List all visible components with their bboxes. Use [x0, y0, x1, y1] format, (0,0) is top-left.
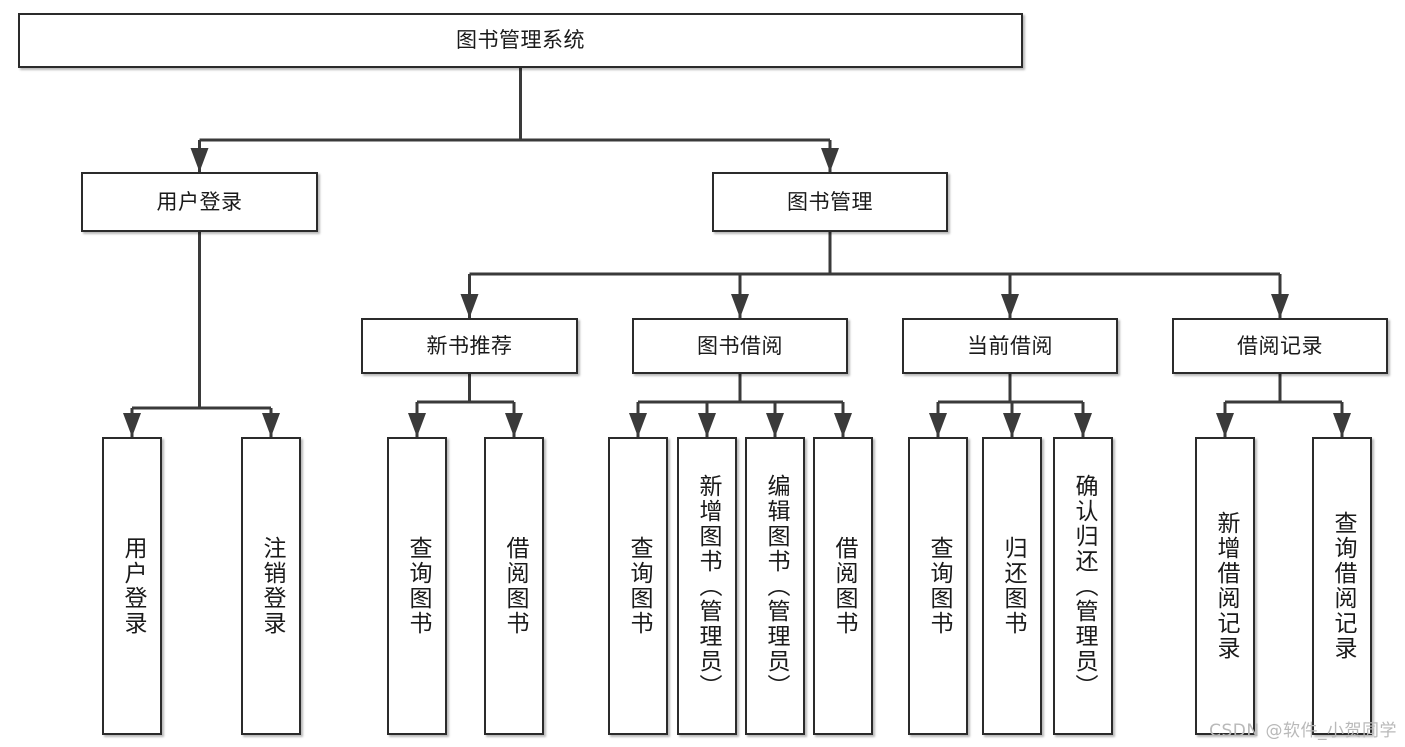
node-label: 新书推荐	[426, 333, 513, 358]
node-new-book-rec[interactable]: 新书推荐	[361, 318, 578, 374]
arrowhead	[629, 413, 647, 437]
node-label: 用户登录	[156, 189, 243, 214]
node-label: 借阅记录	[1237, 333, 1323, 358]
node-label: 归还图书	[999, 536, 1026, 636]
arrowhead	[1003, 413, 1021, 437]
arrowhead	[1271, 294, 1289, 318]
node-leaf-borrow-book-2[interactable]: 借阅图书	[813, 437, 873, 735]
node-root[interactable]: 图书管理系统	[18, 13, 1023, 68]
arrowhead	[1001, 294, 1019, 318]
arrowhead	[1074, 413, 1092, 437]
node-label: 图书借阅	[697, 333, 783, 358]
node-leaf-confirm-return[interactable]: 确认归还（管理员）	[1053, 437, 1113, 735]
node-label: 确认归还（管理员）	[1070, 473, 1097, 699]
arrowhead	[460, 294, 479, 318]
node-label: 借阅图书	[830, 536, 857, 636]
node-label: 用户登录	[119, 536, 146, 636]
arrowhead	[929, 413, 947, 437]
node-label: 查询图书	[925, 536, 952, 636]
node-leaf-logout[interactable]: 注销登录	[241, 437, 301, 735]
node-label: 查询图书	[404, 536, 431, 636]
node-leaf-user-login[interactable]: 用户登录	[102, 437, 162, 735]
arrowhead	[731, 294, 749, 318]
node-book-borrow[interactable]: 图书借阅	[632, 318, 848, 374]
arrowhead	[698, 413, 716, 437]
node-label: 查询借阅记录	[1329, 511, 1356, 661]
node-label: 当前借阅	[967, 333, 1053, 358]
node-leaf-query-book-1[interactable]: 查询图书	[387, 437, 447, 735]
arrowhead	[123, 413, 141, 437]
arrowhead	[408, 413, 426, 437]
node-leaf-return-book[interactable]: 归还图书	[982, 437, 1042, 735]
arrowhead	[1216, 413, 1234, 437]
watermark-text: CSDN @软件_小贺同学	[1209, 721, 1397, 741]
node-leaf-add-book[interactable]: 新增图书（管理员）	[677, 437, 737, 735]
node-label: 图书管理	[787, 189, 873, 214]
node-leaf-borrow-book-1[interactable]: 借阅图书	[484, 437, 544, 735]
arrowhead	[766, 413, 784, 437]
arrowhead	[262, 413, 280, 437]
node-label: 注销登录	[258, 536, 285, 636]
node-user-login[interactable]: 用户登录	[81, 172, 318, 232]
arrowhead	[1333, 413, 1351, 437]
arrowhead	[190, 148, 209, 172]
node-leaf-add-record[interactable]: 新增借阅记录	[1195, 437, 1255, 735]
node-current-borrow[interactable]: 当前借阅	[902, 318, 1118, 374]
node-leaf-query-book-2[interactable]: 查询图书	[608, 437, 668, 735]
arrowhead	[834, 413, 852, 437]
node-borrow-record[interactable]: 借阅记录	[1172, 318, 1388, 374]
arrowhead	[505, 413, 523, 437]
node-label: 新增借阅记录	[1212, 511, 1239, 661]
node-label: 编辑图书（管理员）	[762, 473, 789, 699]
node-label: 新增图书（管理员）	[694, 473, 721, 699]
node-leaf-edit-book[interactable]: 编辑图书（管理员）	[745, 437, 805, 735]
node-label: 查询图书	[625, 536, 652, 636]
arrowhead	[821, 148, 839, 172]
node-book-manage[interactable]: 图书管理	[712, 172, 948, 232]
node-label: 借阅图书	[501, 536, 528, 636]
node-leaf-query-book-3[interactable]: 查询图书	[908, 437, 968, 735]
node-label: 图书管理系统	[456, 28, 585, 53]
node-leaf-query-record[interactable]: 查询借阅记录	[1312, 437, 1372, 735]
